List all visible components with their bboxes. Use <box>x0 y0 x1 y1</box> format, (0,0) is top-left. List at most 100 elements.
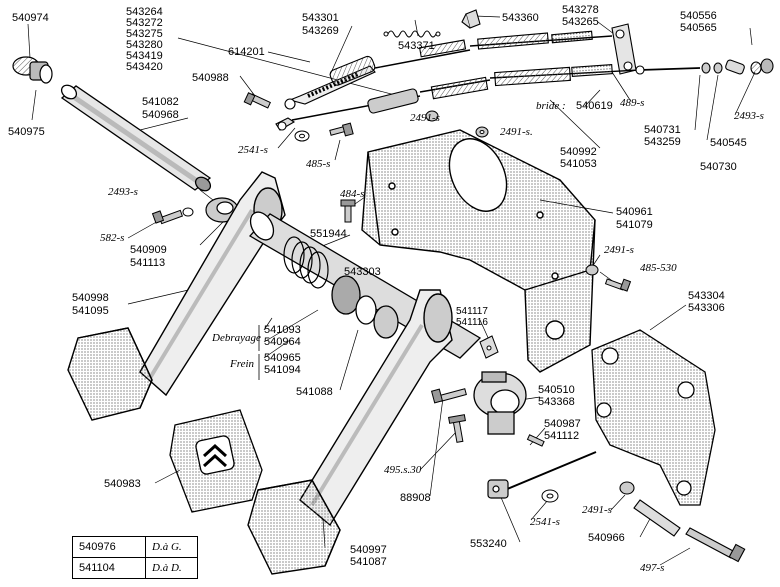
label-540731: 540731 <box>644 124 681 136</box>
label-543269: 543269 <box>302 25 339 37</box>
screw-582s <box>151 207 194 225</box>
label-582s: 582-s <box>100 232 125 244</box>
label-543275: 543275 <box>126 28 163 40</box>
label-540909: 540909 <box>130 244 167 256</box>
label-540556: 540556 <box>680 10 717 22</box>
legend-table: 540976 D.à G. 541104 D.à D. <box>72 536 198 579</box>
label-540510: 540510 <box>538 384 575 396</box>
label-stack-540987: 540987 541112 <box>544 418 581 442</box>
label-debrayage: Debrayage <box>212 332 261 344</box>
label-540730: 540730 <box>700 161 737 173</box>
label-543419: 543419 <box>126 50 163 62</box>
label-541112: 541112 <box>544 430 580 442</box>
label-540619: 540619 <box>576 100 613 112</box>
label-540987: 540987 <box>544 418 581 430</box>
label-stack-541093: 541093 540964 <box>264 324 301 348</box>
screw-484s <box>340 199 356 223</box>
collar-540510 <box>473 371 527 435</box>
lever-543278 <box>611 23 637 75</box>
screw-88908 <box>430 388 467 404</box>
label-541094: 541094 <box>264 364 301 376</box>
clip-543360 <box>461 9 481 29</box>
label-stack-540909: 540909 541113 <box>130 244 167 270</box>
label-540983: 540983 <box>104 478 141 490</box>
label-553240: 553240 <box>470 538 507 550</box>
spring-543371 <box>383 30 441 38</box>
label-541082: 541082 <box>142 96 179 108</box>
label-2541s-a: 2541-s <box>238 144 268 156</box>
label-2493s-a: 2493-s <box>734 110 764 122</box>
label-543306: 543306 <box>688 302 725 314</box>
label-541093: 541093 <box>264 324 301 336</box>
screw-540988 <box>243 92 271 109</box>
label-541113: 541113 <box>130 257 166 269</box>
label-540988: 540988 <box>192 72 229 84</box>
label-stack-540997: 540997 541087 <box>350 544 387 568</box>
label-543264: 543264 <box>126 6 163 18</box>
label-stack-540965: 540965 541094 <box>264 352 301 376</box>
label-614201: 614201 <box>228 46 265 58</box>
legend-code: 541104 <box>73 558 146 578</box>
screw-485s <box>329 122 354 137</box>
label-stack-543304: 543304 543306 <box>688 290 725 314</box>
legend-row: 540976 D.à G. <box>73 537 197 558</box>
label-stack-543278: 543278 543265 <box>562 4 599 28</box>
label-541079: 541079 <box>616 219 653 231</box>
rod-540730 <box>635 58 774 75</box>
label-543420: 543420 <box>126 61 163 73</box>
label-540966: 540966 <box>588 532 625 544</box>
label-stack-543301: 543301 543269 <box>302 12 339 38</box>
label-540997: 540997 <box>350 544 387 556</box>
label-541087: 541087 <box>350 556 387 568</box>
label-2491s-d: 2491-s <box>582 504 612 516</box>
label-543371: 543371 <box>398 40 435 52</box>
washer-2541s-lower <box>541 489 559 503</box>
label-485s: 485-s <box>306 158 331 170</box>
clip-541117 <box>479 335 499 359</box>
label-485-530: 485-530 <box>640 262 677 274</box>
label-489s: 489-s <box>620 97 645 109</box>
bracket-plate-540961 <box>361 129 596 373</box>
label-540565: 540565 <box>680 22 717 34</box>
label-stack-540556: 540556 540565 <box>680 10 717 34</box>
label-497s: 497-s <box>640 562 665 574</box>
label-543360: 543360 <box>502 12 539 24</box>
label-2541s-b: 2541-s <box>530 516 560 528</box>
label-540965: 540965 <box>264 352 301 364</box>
label-543301: 543301 <box>302 12 339 24</box>
label-540974: 540974 <box>12 12 49 24</box>
label-541116: 541116 <box>456 317 488 328</box>
label-543304: 543304 <box>688 290 725 302</box>
label-540998: 540998 <box>72 292 109 304</box>
label-stack-540992: 540992 541053 <box>560 146 597 170</box>
tube-541082 <box>60 84 212 192</box>
pin-540966 <box>619 481 681 537</box>
label-540961: 540961 <box>616 206 653 218</box>
label-543278: 543278 <box>562 4 599 16</box>
label-540545: 540545 <box>710 137 747 149</box>
label-frein: Frein <box>230 358 255 370</box>
label-stack-cable-refs: 543264 543272 543275 543280 543419 54342… <box>126 7 163 73</box>
screw-495s30 <box>448 414 466 443</box>
label-541053: 541053 <box>560 158 597 170</box>
label-stack-540961: 540961 541079 <box>616 206 653 232</box>
label-484s: 484-s <box>340 188 365 200</box>
rod-553240 <box>487 451 597 499</box>
label-stack-540998: 540998 541095 <box>72 292 109 318</box>
label-543280: 543280 <box>126 39 163 51</box>
pin-540987 <box>526 434 545 447</box>
legend-row: 541104 D.à D. <box>73 558 197 578</box>
label-stack-540731: 540731 543259 <box>644 124 681 148</box>
label-bride: bride : <box>536 100 566 112</box>
label-2491s-c: 2491-s <box>604 244 634 256</box>
bushing-540974 <box>12 56 53 84</box>
label-495s30: 495.s.30 <box>384 464 422 476</box>
label-541088: 541088 <box>296 386 333 398</box>
label-stack-541082: 541082 540968 <box>142 96 179 122</box>
screw-485-530 <box>585 264 632 292</box>
label-540964: 540964 <box>264 336 301 348</box>
label-540968: 540968 <box>142 109 179 121</box>
label-stack-541117: 541117 541116 <box>456 306 488 328</box>
label-540975: 540975 <box>8 126 45 138</box>
